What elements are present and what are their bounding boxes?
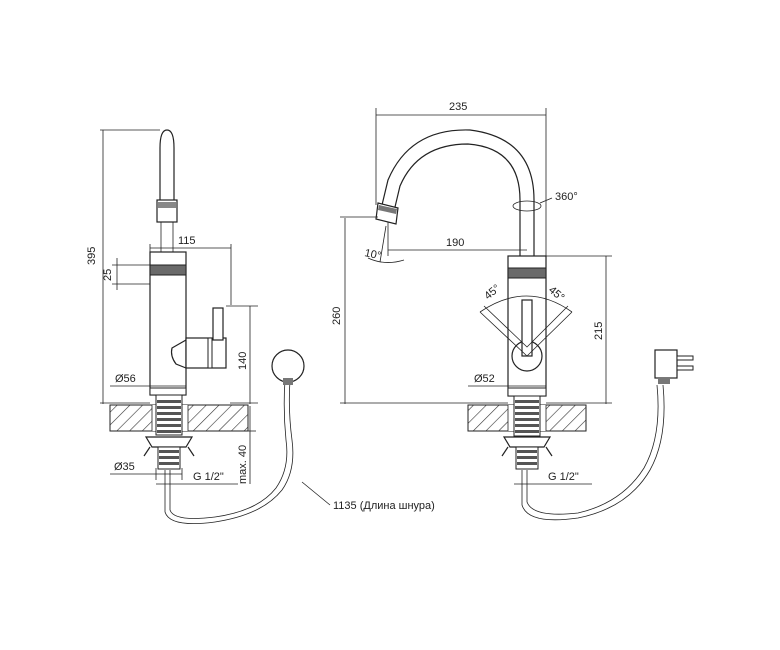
side-view: 395 115 25 140 Ø56 Ø35 G 1/2" max. 40 (86, 129, 435, 525)
gooseneck-spout-outer (381, 129, 535, 256)
fixing-nut (144, 436, 194, 448)
dim-front-body-height: 215 (593, 322, 605, 340)
dim-side-body-diameter: Ø56 (115, 373, 136, 385)
heater-band (149, 264, 187, 276)
power-cord-front (521, 384, 665, 521)
rotation-symbol (512, 200, 542, 212)
dim-side-total-height: 395 (86, 247, 98, 265)
dim-front-width: 235 (449, 101, 467, 113)
dim-front-body-diameter: Ø52 (474, 373, 495, 385)
dim-side-body-height: 140 (237, 352, 249, 370)
front-view: 360° 45° 45° (331, 101, 694, 521)
dim-side-max-thickness: max. 40 (237, 445, 249, 484)
dim-front-handle-angle-left: 45° (482, 282, 502, 302)
fixing-nut-front (502, 436, 552, 448)
faucet-body (149, 251, 187, 396)
handle-swing-arc (479, 295, 573, 313)
dim-side-thread: G 1/2" (193, 471, 224, 483)
gooseneck-spout-inner (394, 143, 521, 256)
dim-front-rotation: 360° (555, 191, 578, 203)
power-plug (654, 349, 694, 384)
power-cord (164, 379, 294, 525)
spout-angle-arc (367, 257, 405, 263)
handle-base (170, 339, 187, 369)
dim-side-shank-diameter: Ø35 (114, 461, 135, 473)
dim-front-spout-angle: 10° (363, 247, 382, 262)
handle-lever-front (521, 299, 533, 357)
dim-front-thread: G 1/2" (548, 471, 579, 483)
handle-lever (212, 307, 224, 341)
dim-front-spout-reach: 190 (446, 237, 464, 249)
handle-cylinder (185, 337, 227, 369)
cord-plug (271, 349, 305, 383)
dim-front-total-height: 260 (331, 307, 343, 325)
dim-side-spout-reach: 115 (178, 235, 196, 247)
heater-band-front (507, 267, 547, 279)
dim-cord-length: 1135 (Длина шнура) (333, 500, 435, 512)
spout-neck (159, 129, 175, 200)
dim-front-handle-angle-right: 45° (546, 284, 566, 304)
dim-side-band: 25 (102, 269, 114, 281)
